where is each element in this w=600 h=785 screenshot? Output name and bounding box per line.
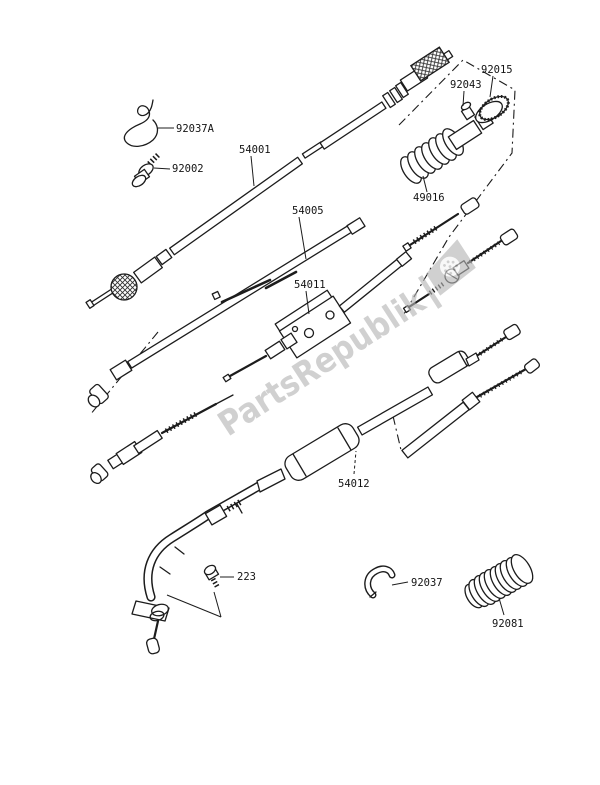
clip-92037a-drawing	[123, 99, 159, 147]
watermark: PartsRepublik	[211, 239, 476, 445]
part-label-54011: 54011	[294, 279, 326, 291]
part-label-54005: 54005	[292, 205, 324, 217]
watermark-flag-pole	[417, 275, 443, 309]
leader-54011	[305, 290, 310, 315]
leader-92081	[498, 597, 505, 616]
leader-92015	[489, 75, 494, 98]
cable-54005-drawing	[87, 197, 480, 408]
part-labels: 92037A 92002 54001 54005 92043 92015 490…	[172, 64, 524, 630]
part-label-92015: 92015	[481, 64, 513, 76]
knurled-cap	[409, 46, 451, 82]
spring-92081-drawing	[464, 554, 534, 609]
speedometer-cable-54001-drawing	[85, 46, 454, 309]
leader-lines	[153, 75, 505, 616]
bolt-223-drawing	[166, 564, 222, 618]
part-label-92037: 92037	[411, 577, 443, 589]
knurled-nut	[110, 273, 138, 301]
part-label-49016: 49016	[413, 192, 445, 204]
part-label-92037a: 92037A	[176, 123, 215, 135]
part-label-54012: 54012	[338, 478, 370, 490]
leader-54005	[298, 216, 307, 260]
leader-92043	[462, 90, 465, 107]
cable-54012-drawing	[131, 323, 541, 655]
part-label-92002: 92002	[172, 163, 204, 175]
leader-49016	[422, 175, 428, 193]
leader-92037	[391, 581, 409, 586]
leader-54012	[353, 450, 357, 475]
grip-detail-drawing	[400, 94, 510, 184]
clamp-92037-drawing	[364, 565, 396, 599]
leader-92002	[153, 167, 171, 170]
bolt-92002-drawing	[131, 153, 160, 188]
part-label-54001: 54001	[239, 144, 271, 156]
leader-54001	[250, 155, 255, 187]
part-label-223: 223	[237, 571, 256, 583]
part-label-92043: 92043	[450, 79, 482, 91]
part-label-92081: 92081	[492, 618, 524, 630]
